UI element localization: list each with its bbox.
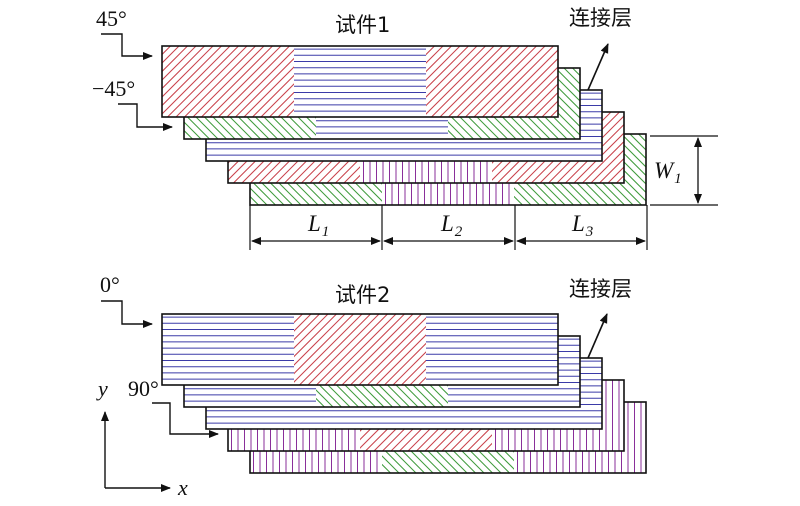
hatch-horizontal	[294, 48, 426, 112]
y-axis-label: y	[96, 376, 108, 401]
specimen-2-layer-stack	[161, 313, 647, 474]
specimen-2-title: 试件2	[335, 283, 390, 307]
hatch-horizontal	[162, 316, 294, 380]
angle-label-90: 90°	[128, 376, 159, 401]
specimen-1-title: 试件1	[335, 13, 390, 37]
dim-L3-label: L3	[571, 211, 593, 240]
length-dimensions: L1 L2 L3	[249, 205, 648, 250]
hatch-diag45	[294, 314, 426, 385]
specimen-1-connection-label: 连接层	[569, 6, 632, 30]
specimen-1-layer-stack	[161, 45, 647, 206]
coordinate-axes: y x	[96, 376, 188, 500]
angle-label-neg45: −45°	[92, 76, 135, 101]
angle-45-leader-arrow	[101, 33, 153, 60]
specimen-1: 试件1 连接层 45° −45° L1 L2 L3 W1	[92, 6, 718, 250]
laminate-layer-1	[161, 313, 559, 386]
layer-outline	[161, 313, 559, 386]
layer-segment-bg	[426, 314, 558, 385]
laminate-layer-1	[161, 45, 559, 118]
hatch-diag45	[162, 46, 294, 117]
width-dimension: W1	[650, 135, 718, 206]
dim-L2-label: L2	[440, 211, 463, 240]
layer-segment-bg	[294, 46, 426, 117]
connection-pointer-arrow-1	[587, 43, 609, 91]
dim-L1-label: L1	[307, 211, 329, 240]
specimen-2: 试件2 连接层 0° 90° y x	[96, 272, 647, 500]
angle-90-leader-arrow	[152, 402, 219, 438]
x-axis-label: x	[177, 475, 188, 500]
angle-label-45: 45°	[96, 6, 127, 31]
layer-segment-bg	[162, 314, 294, 385]
dim-W1-label: W1	[654, 158, 682, 187]
hatch-diag45	[426, 46, 558, 117]
angle-0-leader-arrow	[101, 300, 153, 328]
connection-pointer-arrow-2	[587, 313, 608, 359]
angle-label-0: 0°	[100, 272, 120, 297]
layer-outline	[161, 45, 559, 118]
hatch-horizontal	[426, 316, 558, 380]
angle-neg45-leader-arrow	[118, 103, 173, 131]
specimen-2-connection-label: 连接层	[569, 277, 632, 301]
